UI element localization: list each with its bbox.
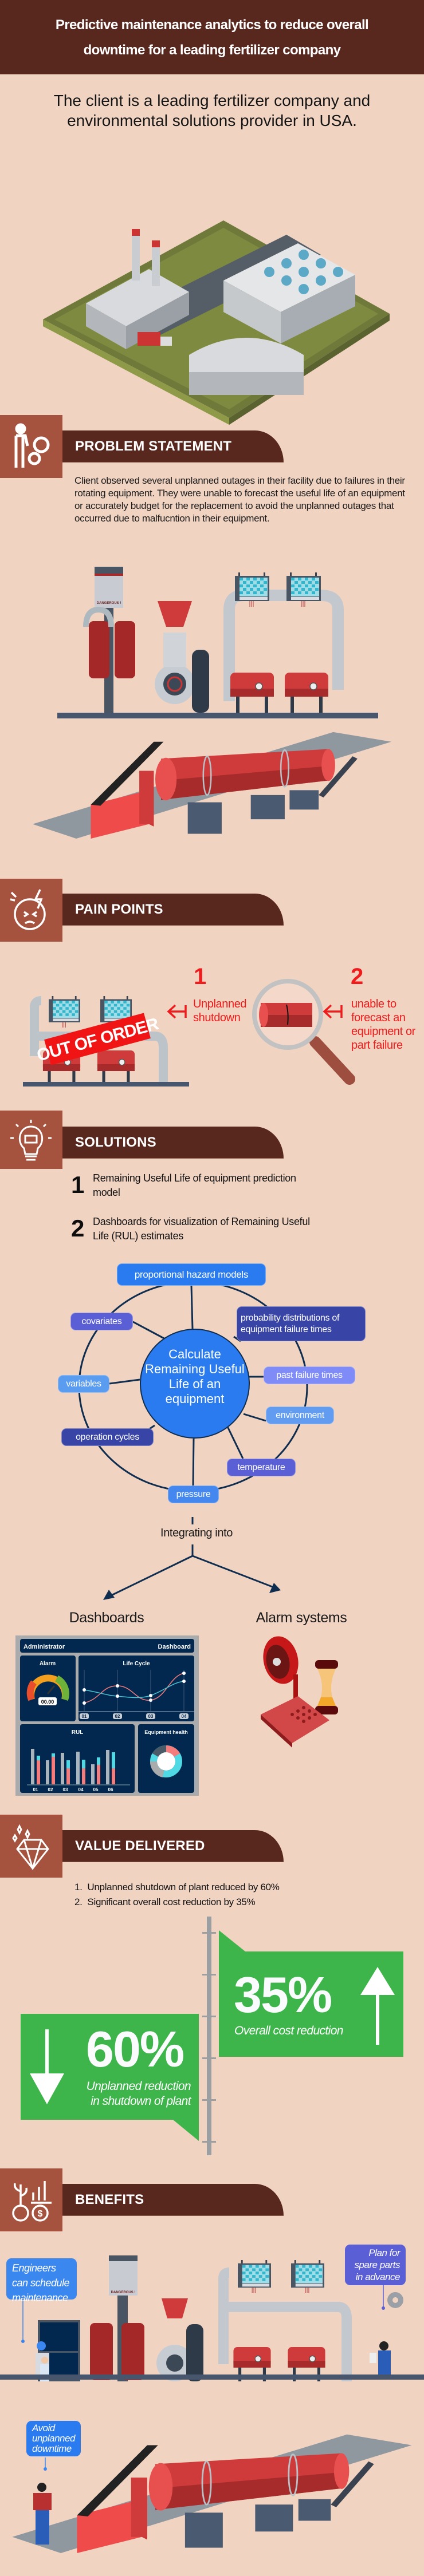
dashboard-title-label: Dashboard <box>158 1643 191 1650</box>
section-title: VALUE DELIVERED <box>75 1838 205 1854</box>
benefits-kiln-illustration <box>11 2433 413 2553</box>
rul-tick: 04 <box>78 1787 84 1792</box>
shutdown-label-line-2: in shutdown of plant <box>91 2095 191 2108</box>
callout-schedule-maintenance: Engineers can schedule maintenance <box>6 2258 77 2304</box>
target-alarm-systems-label: Alarm systems <box>256 1610 347 1626</box>
callout-avoid-downtime: Avoid unplanned downtime <box>26 2421 81 2456</box>
node-pressure: pressure <box>168 1485 219 1503</box>
dashboard-illustration: Administrator Dashboard Alarm 00.00 Life… <box>15 1635 199 1796</box>
plant-machinery-illustration: DANGEROUS ! <box>32 567 392 839</box>
section-title: PAIN POINTS <box>75 902 163 917</box>
rul-tick: 02 <box>48 1787 53 1792</box>
life-tick: 03 <box>148 1714 154 1719</box>
life-tick: 02 <box>115 1714 120 1719</box>
out-of-order-equipment-illustration: OUT OF ORDER <box>23 996 189 1086</box>
shutdown-reduction-label: Unplanned reduction in shutdown of plant <box>69 2079 191 2109</box>
benefits-plant-illustration: DANGEROUS ! <box>0 2255 424 2381</box>
alarm-panel-title: Alarm <box>40 1661 56 1667</box>
solution-1-text: Remaining Useful Life of equipment predi… <box>93 1172 296 1198</box>
client-intro: The client is a leading fertilizer compa… <box>53 92 371 129</box>
section-title: BENEFITS <box>75 2192 144 2207</box>
problem-text: Client observed several unplanned outage… <box>74 475 405 524</box>
magnifier-illustration <box>252 979 355 1085</box>
rul-center-node: Calculate Remaining Useful Life of an eq… <box>140 1329 250 1439</box>
pain-point-2-number: 2 <box>351 964 364 989</box>
svg-text:$: $ <box>38 2209 43 2219</box>
alarm-systems-illustration <box>261 1636 338 1748</box>
lightbulb-puzzle-icon <box>0 1111 62 1169</box>
rul-tick: 01 <box>33 1787 38 1792</box>
rul-panel-title: RUL <box>72 1729 84 1736</box>
pain-point-1-text: Unplanned shutdown <box>193 998 247 1024</box>
solution-2-number: 2 <box>71 1215 85 1242</box>
node-covariates: covariates <box>70 1313 133 1330</box>
node-variables: variables <box>58 1375 109 1393</box>
dashboard-admin-label: Administrator <box>23 1643 65 1650</box>
node-temperature: temperature <box>227 1459 296 1476</box>
engineer-gears-icon <box>0 415 62 478</box>
arrow-left-icon <box>167 1004 187 1019</box>
pain-points-header: PAIN POINTS <box>62 894 284 926</box>
section-title: SOLUTIONS <box>75 1135 156 1150</box>
rul-tick: 05 <box>93 1787 99 1792</box>
pain-point-1-number: 1 <box>194 964 207 989</box>
shutdown-reduction-value: 60% <box>86 2021 184 2077</box>
node-past-failure-times: past failure times <box>264 1366 355 1384</box>
arrow-left-icon <box>323 1004 343 1019</box>
cost-reduction-value: 35% <box>234 1966 332 2023</box>
rul-tick: 06 <box>108 1787 113 1792</box>
value-delivered-header: VALUE DELIVERED <box>62 1830 284 1862</box>
value-item-2: 2. Significant overall cost reduction by… <box>74 1897 256 1907</box>
callout-spare-parts: Plan for spare parts in advance <box>345 2245 406 2285</box>
equipment-health-panel-title: Equipment health <box>144 1729 188 1735</box>
pain-point-2-text: unable to forecast an equipment or part … <box>351 998 415 1052</box>
title-line-1: Predictive maintenance analytics to redu… <box>55 17 369 33</box>
node-environment: environment <box>266 1406 334 1424</box>
target-dashboards-label: Dashboards <box>69 1610 144 1626</box>
page-header: Predictive maintenance analytics to redu… <box>0 0 424 74</box>
alarm-value: 00.00 <box>41 1699 54 1705</box>
rul-tick: 03 <box>63 1787 68 1792</box>
life-cycle-panel-title: Life Cycle <box>123 1661 150 1667</box>
cost-reduction-label: Overall cost reduction <box>234 2024 343 2037</box>
title-line-2: downtime for a leading fertilizer compan… <box>83 42 341 58</box>
diamond-icon <box>0 1815 62 1878</box>
solution-1-number: 1 <box>71 1171 85 1198</box>
value-pole-flags <box>21 1917 403 2155</box>
integrating-label: Integrating into <box>160 1527 233 1539</box>
node-operation-cycles: operation cycles <box>61 1428 154 1446</box>
danger-sign: DANGEROUS ! <box>111 2291 136 2294</box>
problem-statement-header: PROBLEM STATEMENT <box>62 430 284 463</box>
solution-2-text: Dashboards for visualization of Remainin… <box>93 1216 310 1242</box>
section-title: PROBLEM STATEMENT <box>75 438 232 454</box>
danger-sign: DANGEROUS ! <box>97 602 121 605</box>
growth-gears-icon: $ <box>0 2168 62 2231</box>
benefits-header: BENEFITS <box>62 2184 284 2216</box>
value-item-1: 1. Unplanned shutdown of plant reduced b… <box>74 1882 280 1893</box>
shutdown-label-line-1: Unplanned reduction <box>86 2080 191 2093</box>
factory-illustration <box>43 220 390 425</box>
node-proportional-hazard-models: proportional hazard models <box>117 1263 266 1286</box>
life-tick: 01 <box>82 1714 87 1719</box>
solutions-header: SOLUTIONS <box>62 1127 284 1159</box>
integrating-arrows <box>103 1517 281 1600</box>
stressed-face-icon <box>0 879 62 942</box>
page-title: Predictive maintenance analytics to redu… <box>0 0 424 63</box>
node-probability-distributions: probability distributions of equipment f… <box>237 1306 366 1341</box>
life-tick: 04 <box>182 1714 187 1719</box>
